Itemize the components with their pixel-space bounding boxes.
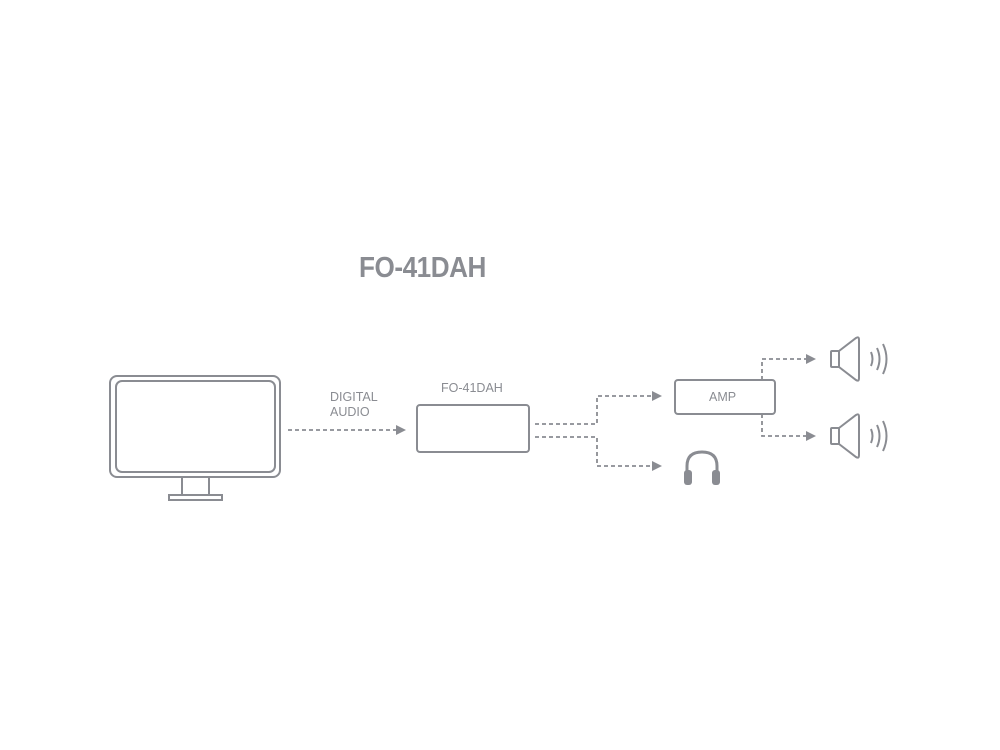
digital-audio-line1: DIGITAL	[330, 390, 378, 404]
speaker-icon	[830, 336, 888, 382]
speaker-top-arrow	[761, 354, 816, 380]
headphones-icon	[685, 450, 719, 475]
speaker-bottom-arrow	[761, 414, 816, 441]
amp-box	[674, 379, 776, 415]
speaker-icon	[830, 413, 888, 459]
digital-audio-label: DIGITAL AUDIO	[330, 390, 378, 420]
amp-label: AMP	[709, 390, 737, 404]
headphone-connection-arrow	[535, 436, 662, 471]
fo-41dah-box	[416, 404, 530, 453]
digital-audio-line2: AUDIO	[330, 405, 370, 419]
device-label: FO-41DAH	[441, 381, 503, 395]
page-title: FO-41DAH	[359, 252, 486, 284]
amp-connection-arrow	[535, 391, 662, 425]
monitor-icon	[109, 375, 281, 501]
